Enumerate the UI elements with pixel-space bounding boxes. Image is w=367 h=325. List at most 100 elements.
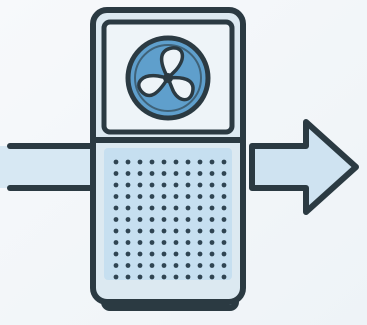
grille-dot (149, 274, 155, 280)
grille-dot (125, 240, 131, 245)
grille-dot (161, 205, 167, 211)
grille-dot (137, 217, 143, 222)
grille-dot (113, 240, 119, 245)
grille-dot (113, 205, 119, 211)
grille-dot (173, 217, 179, 222)
grille-dot (125, 182, 131, 188)
grille-dot (185, 205, 191, 211)
grille-dot (161, 159, 167, 165)
grille-dot (185, 194, 191, 199)
grille-dot (209, 263, 215, 268)
grille-dot (185, 228, 191, 234)
grille-dot (185, 274, 191, 280)
grille-dot (161, 182, 167, 188)
grille-dot (137, 182, 143, 188)
grille-dot (185, 171, 191, 176)
grille-dot (113, 263, 119, 268)
grille-dot (137, 205, 143, 211)
grille-dot (149, 251, 155, 257)
grille-dot (149, 182, 155, 188)
grille-dot (209, 194, 215, 199)
grille-dot (197, 205, 203, 211)
grille-dot (209, 228, 215, 234)
grille-dot (221, 159, 227, 165)
grille-dot (137, 228, 143, 234)
grille-dot (113, 171, 119, 176)
grille-panel (104, 148, 232, 280)
grille-dot (149, 205, 155, 211)
fan-icon (125, 35, 211, 121)
grille-dot (197, 194, 203, 199)
grille-dot (173, 182, 179, 188)
grille-dot (149, 263, 155, 268)
grille-dot (185, 240, 191, 245)
grille-dot (209, 240, 215, 245)
grille-dot (221, 251, 227, 257)
grille-dot (221, 194, 227, 199)
grille-dot (113, 182, 119, 188)
grille-dot (197, 159, 203, 165)
grille-dot (149, 217, 155, 222)
grille-dot (113, 159, 119, 165)
grille-dot (137, 194, 143, 199)
grille-dot (173, 274, 179, 280)
grille-dot (125, 263, 131, 268)
grille-dot (197, 263, 203, 268)
grille-dot (161, 228, 167, 234)
grille-dot (137, 251, 143, 257)
grille-dot (173, 251, 179, 257)
purifier-body (90, 7, 246, 311)
grille-dot (125, 205, 131, 211)
grille-dot (125, 217, 131, 222)
grille-dot (197, 251, 203, 257)
grille-dot (161, 171, 167, 176)
grille-dot (161, 251, 167, 257)
grille-dot (113, 251, 119, 257)
grille-dot (221, 240, 227, 245)
grille-dot (173, 171, 179, 176)
grille-dot (185, 217, 191, 222)
grille-dot (209, 205, 215, 211)
grille-dot (197, 182, 203, 188)
grille-dot (209, 251, 215, 257)
grille-dot (173, 228, 179, 234)
grille-dot (173, 194, 179, 199)
grille-dot (209, 182, 215, 188)
grille-dot (221, 182, 227, 188)
grille-dot (197, 228, 203, 234)
grille-dot (149, 228, 155, 234)
grille-dot (149, 171, 155, 176)
grille-dot (197, 240, 203, 245)
outflow-arrow-icon (249, 119, 359, 215)
grille-dot (173, 159, 179, 165)
grille-dot (173, 205, 179, 211)
grille-dot (197, 171, 203, 176)
grille-dot (209, 171, 215, 176)
grille-dot (221, 217, 227, 222)
grille-dot (149, 194, 155, 199)
grille-dot (125, 194, 131, 199)
grille-dot (161, 217, 167, 222)
grille-dot (125, 228, 131, 234)
grille-dot (113, 228, 119, 234)
grille-dot (197, 274, 203, 280)
grille-icon (113, 159, 227, 280)
grille-dot (125, 159, 131, 165)
grille-dot (185, 263, 191, 268)
grille-dot (137, 159, 143, 165)
grille-dot (221, 228, 227, 234)
grille-dot (149, 240, 155, 245)
intake-lines-icon (0, 143, 101, 191)
grille-dot (161, 263, 167, 268)
grille-dot (209, 274, 215, 280)
grille-dot (173, 263, 179, 268)
grille-dot (137, 274, 143, 280)
grille-dot (125, 251, 131, 257)
grille-dot (137, 171, 143, 176)
grille-dot (173, 240, 179, 245)
grille-dot (209, 217, 215, 222)
grille-dot (197, 217, 203, 222)
grille-dot (185, 251, 191, 257)
